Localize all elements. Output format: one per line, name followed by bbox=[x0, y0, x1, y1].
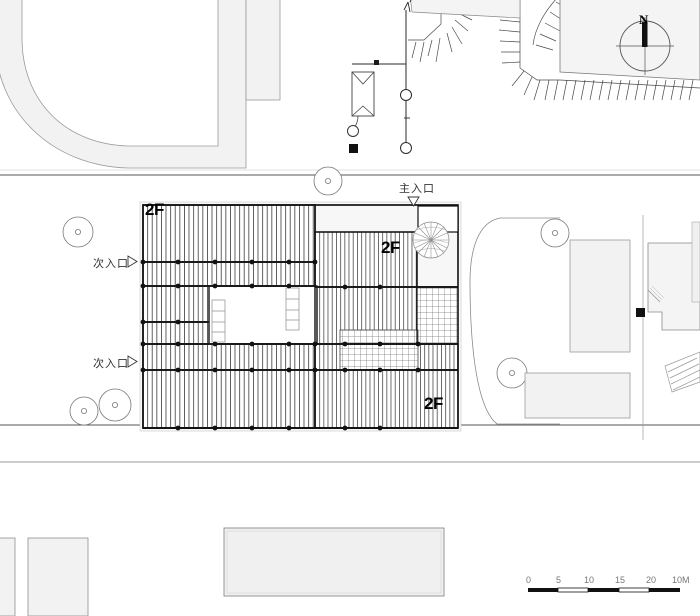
floor-label-2f-east-lower: 2F bbox=[424, 394, 443, 413]
north-arrow-icon bbox=[616, 17, 674, 75]
plaza-east bbox=[469, 215, 644, 440]
adjacent-building-2 bbox=[524, 372, 631, 419]
marker-square bbox=[636, 308, 645, 317]
secondary-entrance-triangle-2 bbox=[127, 355, 138, 368]
scale-tick-10: 10 bbox=[584, 575, 595, 585]
scale-tick-5: 5 bbox=[556, 575, 562, 585]
stair-runs bbox=[211, 287, 300, 343]
utility-symbols bbox=[347, 0, 412, 154]
floor-label-2f-west: 2F bbox=[145, 200, 164, 219]
main-entrance-triangle bbox=[407, 196, 420, 207]
building-u-shape-northwest bbox=[0, 0, 281, 169]
scale-tick-20: 20 bbox=[646, 575, 657, 585]
column-nodes bbox=[140, 259, 421, 431]
adjacent-building-1 bbox=[569, 239, 631, 353]
scale-bar-graphic bbox=[528, 587, 680, 593]
secondary-entrance-label-2: 次入口 bbox=[93, 358, 129, 370]
scale-tick-0: 0 bbox=[526, 575, 532, 585]
buildings-south bbox=[0, 527, 445, 616]
secondary-entrance-triangle-1 bbox=[127, 255, 138, 268]
scale-unit-label: 10M bbox=[672, 575, 690, 585]
main-entrance-label: 主入口 bbox=[399, 183, 435, 195]
entrance-markers bbox=[127, 196, 420, 368]
tree-detailed-icon bbox=[412, 221, 450, 259]
building-northeast-angled bbox=[559, 0, 700, 81]
secondary-entrance-label-1: 次入口 bbox=[93, 258, 129, 270]
main-building bbox=[139, 201, 462, 432]
scale-tick-15: 15 bbox=[615, 575, 626, 585]
tree-symbols bbox=[62, 166, 570, 426]
floor-label-2f-east-upper: 2F bbox=[381, 238, 400, 257]
exterior-stair bbox=[664, 351, 700, 393]
building-far-east bbox=[636, 221, 700, 331]
compass-north-label: N bbox=[639, 12, 649, 27]
